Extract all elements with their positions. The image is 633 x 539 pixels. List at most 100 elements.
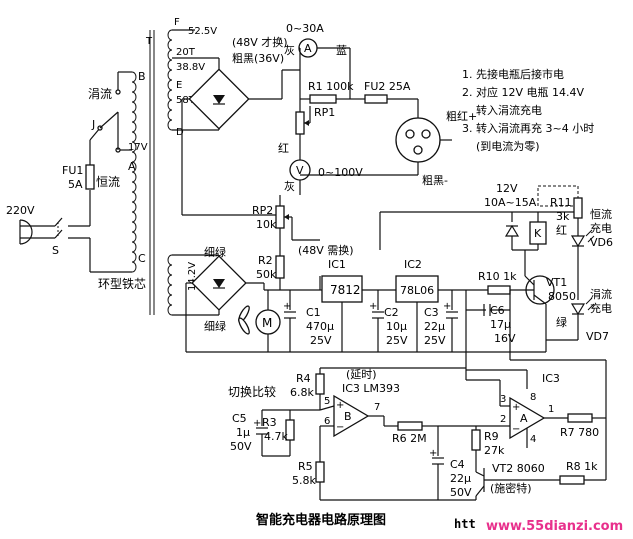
resistor-r2: [275, 255, 285, 279]
pin4: 4: [530, 434, 536, 445]
comparator-section: 切换比较 R4 6.8k R3 4.7k + C5 1μ 50V R5 5.8k: [228, 310, 607, 501]
resistor-r8: [559, 475, 585, 485]
note-2b: 转入涓流充电: [476, 103, 542, 117]
opamp-b: [333, 394, 370, 438]
c1-plus: +: [283, 301, 291, 312]
pin8: 8: [530, 392, 536, 403]
opamp-a-minus: −: [512, 424, 520, 435]
note-2: 2. 对应 12V 电瓶 14.4V: [462, 85, 584, 99]
tap-d: D: [176, 127, 184, 138]
fu2-label: FU2 25A: [364, 80, 411, 93]
c2-voltage: 25V: [386, 334, 408, 347]
black-minus-label: 粗黑-: [422, 174, 448, 187]
tap-t: T: [145, 36, 153, 47]
pot-rp1: [295, 111, 305, 135]
ic3-right-label: IC3: [542, 372, 560, 385]
voltmeter-symbol: V: [296, 164, 304, 177]
ic1-part: 7812: [330, 283, 361, 297]
c5-value: 1μ: [236, 426, 250, 439]
c2-value: 10μ: [386, 320, 407, 333]
r4-value: 6.8k: [290, 386, 314, 399]
watermark-prefix: htt: [454, 517, 476, 531]
rp1-label: RP1: [314, 106, 335, 119]
footer: 智能充电器电路原理图 htt www.55dianzi.com: [256, 512, 623, 534]
diagram-title: 智能充电器电路原理图: [256, 512, 386, 528]
r5-value: 5.8k: [292, 474, 316, 487]
led-green-label: 绿: [556, 315, 567, 329]
volt-range: 0~100V: [318, 166, 363, 179]
rp2-label: RP2: [252, 204, 273, 217]
regulator-section: RP2 10k (48V 需换) R2 50k 细绿 细绿 M: [185, 195, 547, 380]
resistor-r11: [573, 197, 583, 219]
note-1: 1. 先接电瓶后接市电: [462, 67, 564, 81]
fu1-label: FU1: [62, 164, 83, 177]
r11-value: 3k: [556, 210, 570, 223]
c4-voltage: 50V: [450, 486, 472, 499]
label-52v: 52.5V: [188, 26, 217, 37]
fine-green-top: 细绿: [204, 245, 226, 259]
c5-label: C5: [232, 412, 247, 425]
resistor-r9: [471, 429, 481, 451]
pin2: 2: [500, 414, 506, 425]
switch-s: S: [52, 244, 59, 257]
ic2-label: IC2: [404, 258, 422, 271]
opamp-b-plus: +: [336, 400, 344, 411]
core-label: 环型铁芯: [98, 277, 146, 291]
relay-section: 12V 10A~15A K R11 3k 红 恒流 充电 VD6: [379, 182, 613, 343]
label-58t: 58T: [176, 95, 196, 106]
resistor-r6: [397, 421, 423, 431]
r9-label: R9: [484, 430, 499, 443]
led-vd7: [570, 303, 586, 316]
delay-label: (延时): [346, 368, 377, 381]
upper-bridge: (48V 才换) 粗黑(36V) A 0~30A 灰 蓝 R1 100k FU2…: [181, 22, 477, 216]
cc-line1: 恒流: [590, 207, 612, 221]
note-3: 3. 转入涓流再充 3~4 小时: [462, 121, 594, 135]
relay-current: 10A~15A: [484, 196, 537, 209]
vd7-label: VD7: [586, 330, 609, 343]
r6-label: R6 2M: [392, 432, 427, 445]
motor-label: M: [262, 316, 272, 330]
c1-voltage: 25V: [310, 334, 332, 347]
tap-b: B: [138, 70, 146, 83]
pin1: 1: [548, 404, 554, 415]
mains-voltage: 220V: [6, 204, 35, 217]
led-red-label: 红: [556, 224, 567, 237]
note-48v: (48V 才换): [232, 35, 288, 49]
c3-plus: +: [443, 301, 451, 312]
ammeter-symbol: A: [304, 42, 312, 55]
switch-j: J: [91, 118, 95, 131]
c6-voltage: 16V: [494, 332, 516, 345]
c1-label: C1: [306, 306, 321, 319]
relay-k-label: K: [534, 227, 542, 240]
c4-value: 22μ: [450, 472, 471, 485]
pin5: 5: [324, 396, 330, 407]
pin7: 7: [374, 402, 380, 413]
c4-plus: +: [429, 448, 437, 459]
resistor-r7: [567, 413, 593, 423]
r4-label: R4: [296, 372, 311, 385]
led-vd6: [570, 235, 586, 248]
notes-block: 1. 先接电瓶后接市电 2. 对应 12V 电瓶 14.4V 转入涓流充电 3.…: [462, 67, 594, 153]
r1-label: R1 100k: [308, 80, 354, 93]
tap-f: F: [174, 17, 180, 28]
ic3-title: IC3 LM393: [342, 382, 400, 395]
mains-input: 220V FU1 5A S J 涓流 恒流: [6, 86, 121, 273]
c5-voltage: 50V: [230, 440, 252, 453]
label-17v: 17V: [128, 142, 148, 153]
c6-value: 17μ: [490, 318, 511, 331]
fu1-rating: 5A: [68, 178, 83, 191]
red-label: 红: [278, 142, 289, 155]
label-20t: 20T: [176, 47, 196, 58]
note-3b: (到电流为零): [476, 139, 540, 153]
vt1-part: 8050: [548, 290, 576, 303]
tap-e: E: [176, 80, 182, 91]
c1-value: 470μ: [306, 320, 334, 333]
coarse-black-36: 粗黑(36V): [232, 52, 284, 65]
pot-rp2: [275, 205, 285, 229]
opamp-b-minus: −: [336, 422, 344, 433]
c6-label: C6: [490, 304, 505, 317]
pin3: 3: [500, 394, 506, 405]
relay-12v: 12V: [496, 182, 518, 195]
